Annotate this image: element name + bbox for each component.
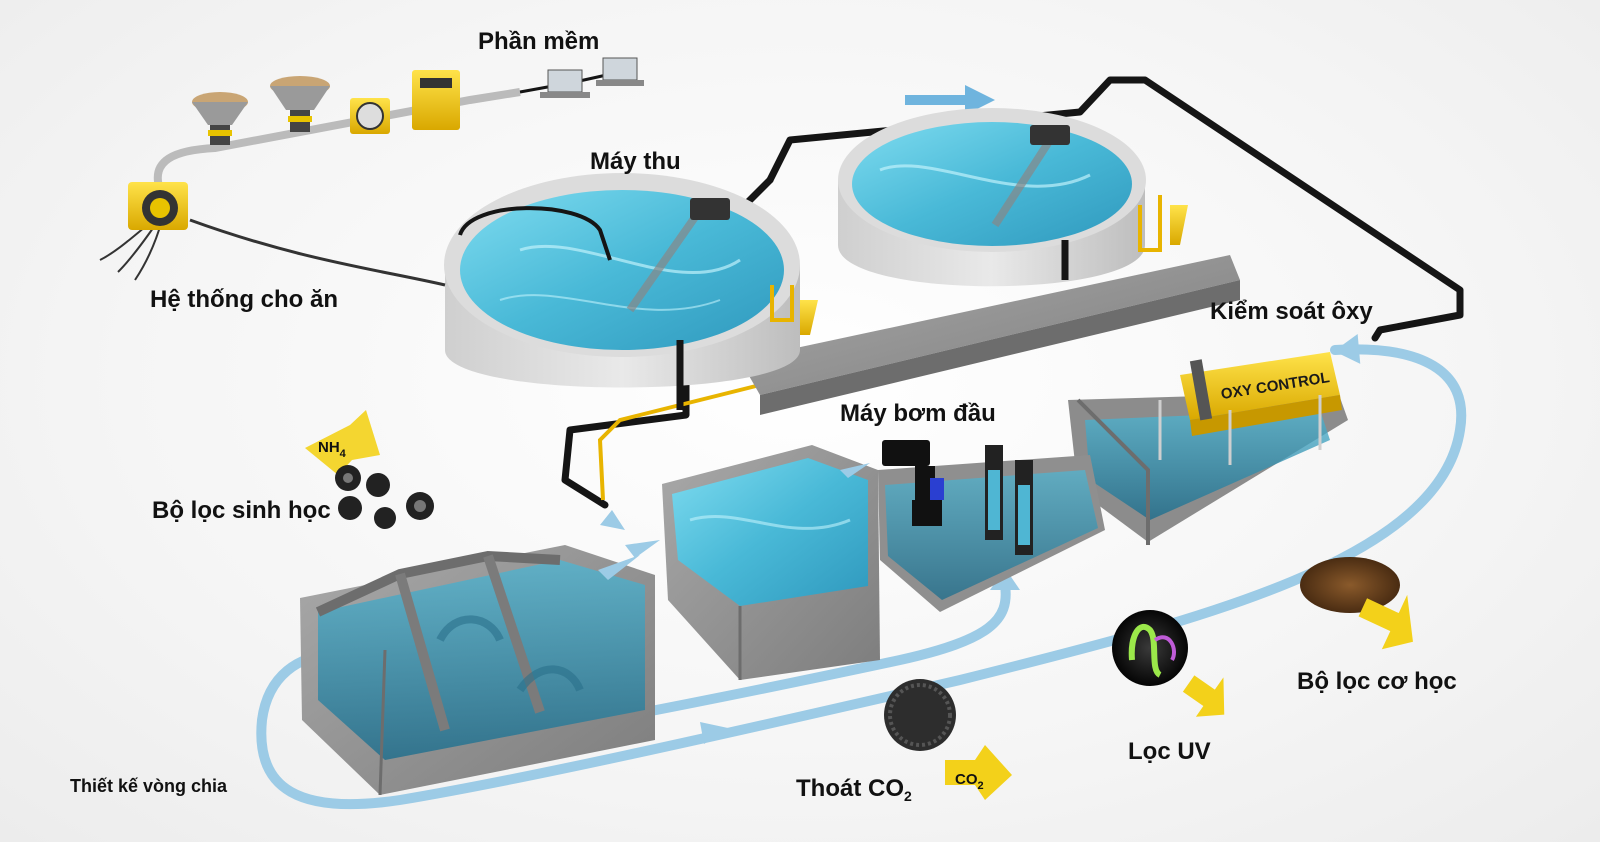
nh4-arrow: NH4 <box>305 410 380 475</box>
feed-distributor-icon <box>128 182 188 230</box>
mech-debris-icon <box>1300 557 1413 650</box>
label-software: Phần mềm <box>478 28 600 55</box>
arrow-icon <box>840 463 870 478</box>
bio-media-icon <box>335 465 434 529</box>
biofilter-tank <box>300 545 655 796</box>
label-head-pump: Máy bơm đầu <box>840 400 996 427</box>
arrow-icon <box>625 540 660 558</box>
arrow-icon <box>1334 334 1361 364</box>
label-uv-filter: Lọc UV <box>1128 738 1211 765</box>
head-pump <box>882 440 944 526</box>
computer-icon <box>540 69 590 98</box>
label-oxygen-control: Kiểm soát ôxy <box>1210 298 1373 325</box>
oxygen-tank: OXY CONTROL <box>1068 352 1348 545</box>
co2-chip-label: CO2 <box>955 771 984 792</box>
label-co2-stripping: Thoát CO2 <box>796 775 912 804</box>
computer-icon <box>596 57 644 86</box>
blower-icon <box>350 98 390 134</box>
feeder-icon <box>192 92 248 145</box>
collector-device <box>690 198 730 220</box>
label-collector: Máy thu <box>590 148 681 175</box>
sump-tank <box>662 445 880 680</box>
oxy-control-unit: OXY CONTROL <box>1180 352 1342 436</box>
head-pump-tank <box>878 440 1105 612</box>
nh4-label: NH4 <box>318 439 347 460</box>
feeding-line <box>99 57 644 287</box>
flow-loop-outer <box>256 344 1467 810</box>
tank-platform <box>740 255 1240 415</box>
control-box-icon <box>412 70 460 130</box>
arrow-icon <box>598 555 640 580</box>
label-feeding-system: Hệ thống cho ăn <box>150 286 338 313</box>
feeder-icon <box>270 76 330 132</box>
label-biofilter: Bộ lọc sinh học <box>152 497 331 524</box>
arrow-icon <box>905 85 995 115</box>
label-mech-filter: Bộ lọc cơ học <box>1297 668 1457 695</box>
label-split-loop: Thiết kế vòng chia <box>70 776 228 796</box>
co2-media-icon: CO2 <box>884 679 1012 800</box>
fish-tank-2 <box>838 108 1188 287</box>
tank-flow-arrows <box>598 463 870 580</box>
arrow-icon <box>600 510 625 530</box>
arrow-icon <box>700 722 728 744</box>
collector-device <box>1030 125 1070 145</box>
fish-tank-1 <box>444 173 818 410</box>
uv-bacteria-icon <box>1112 610 1225 717</box>
